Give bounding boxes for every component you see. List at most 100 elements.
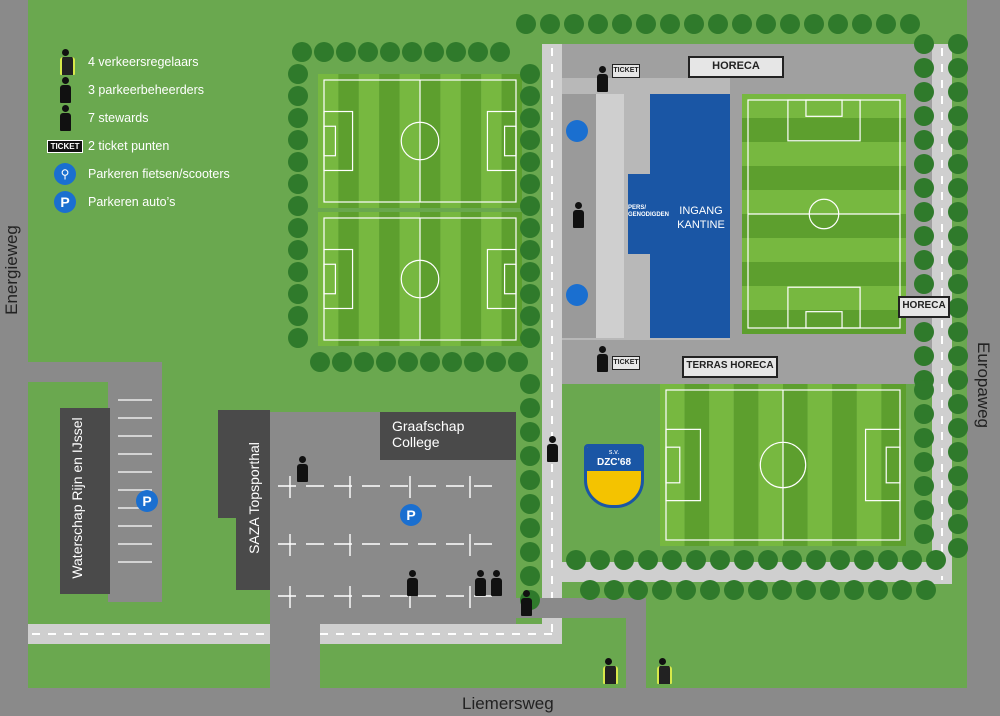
- tree: [948, 34, 968, 54]
- pitch-stripe: [481, 74, 502, 208]
- tree: [914, 274, 934, 294]
- tree: [948, 58, 968, 78]
- tree: [748, 580, 768, 600]
- ticket-icon: TICKET: [46, 139, 84, 153]
- tree: [402, 42, 422, 62]
- pitch-goal-area: [323, 263, 337, 295]
- pitch-stripe: [709, 384, 734, 546]
- building-saza-low: [236, 518, 270, 590]
- pitch-stripe: [742, 262, 906, 286]
- pitch-goal-area: [805, 311, 843, 329]
- pitch-stripe: [399, 74, 420, 208]
- tree: [540, 14, 560, 34]
- legend: 4 verkeersregelaars 3 parkeerbeheerders …: [46, 48, 230, 216]
- tree: [520, 328, 540, 348]
- tree: [314, 42, 334, 62]
- tree: [516, 14, 536, 34]
- tree: [612, 14, 632, 34]
- tree: [914, 82, 934, 102]
- label-saza: SAZA Topsporthal: [246, 442, 262, 554]
- steward-figure: [474, 570, 486, 596]
- pitch-center-circle: [400, 121, 440, 161]
- legend-label: 7 stewards: [88, 111, 149, 125]
- legend-item-bicycle: ⚲ Parkeren fietsen/scooters: [50, 160, 230, 188]
- tree: [638, 550, 658, 570]
- pitches: [318, 74, 906, 546]
- tree: [288, 306, 308, 326]
- building-waterschap: [60, 408, 110, 594]
- tree: [806, 550, 826, 570]
- road-europaweg: [967, 0, 1000, 716]
- road-liemersweg: [0, 688, 1000, 716]
- pitch-goal-area: [503, 125, 517, 157]
- tree: [520, 240, 540, 260]
- tree: [520, 218, 540, 238]
- tree: [780, 14, 800, 34]
- pitch-stripe: [420, 212, 441, 346]
- tree: [914, 130, 934, 150]
- tree: [772, 580, 792, 600]
- pitch-stripe: [318, 212, 339, 346]
- tree: [288, 240, 308, 260]
- legend-item-steward: 7 stewards: [50, 104, 230, 132]
- pitch-stripe: [481, 212, 502, 346]
- road-south-access: [270, 624, 320, 688]
- pitch-stripe: [733, 384, 759, 546]
- label-liemersweg: Liemersweg: [462, 694, 554, 713]
- tree: [520, 470, 540, 490]
- pitch-stripe: [783, 384, 808, 546]
- tree: [446, 42, 466, 62]
- tree: [604, 580, 624, 600]
- legend-label: Parkeren auto’s: [88, 195, 176, 209]
- tree: [900, 14, 920, 34]
- tree: [914, 178, 934, 198]
- tree: [914, 404, 934, 424]
- tree: [948, 466, 968, 486]
- tree: [358, 42, 378, 62]
- pitch-stripe: [338, 212, 359, 346]
- tree: [288, 196, 308, 216]
- tree: [520, 284, 540, 304]
- tree: [948, 298, 968, 318]
- pitch-stripe: [758, 384, 783, 546]
- tree: [876, 14, 896, 34]
- tree: [914, 34, 934, 54]
- tree: [288, 328, 308, 348]
- tree: [758, 550, 778, 570]
- tree: [520, 108, 540, 128]
- bicycle-parking-icon: ⚲: [54, 163, 76, 185]
- tree: [914, 250, 934, 270]
- tree: [686, 550, 706, 570]
- tree: [734, 550, 754, 570]
- club-logo: s.v. DZC'68: [584, 444, 644, 508]
- tree: [914, 106, 934, 126]
- label-ingang: INGANG KANTINE: [677, 205, 725, 231]
- pitch-stripe: [399, 212, 420, 346]
- pitch-center-circle: [400, 259, 440, 299]
- steward-icon: [59, 105, 71, 131]
- car-parking-icon: P: [54, 191, 76, 213]
- parking-badge-main: P: [400, 504, 422, 526]
- pitch-stripe: [742, 310, 906, 334]
- tree: [948, 514, 968, 534]
- tree: [376, 352, 396, 372]
- tree: [508, 352, 528, 372]
- tree: [892, 580, 912, 600]
- path-bottom-east: [562, 562, 952, 582]
- steward-figure: [546, 436, 558, 462]
- tree: [914, 346, 934, 366]
- pitch-goal-area: [503, 263, 517, 295]
- legend-item-traffic: 4 verkeersregelaars: [50, 48, 230, 76]
- tree: [520, 152, 540, 172]
- legend-label: 2 ticket punten: [88, 139, 170, 153]
- tree: [288, 262, 308, 282]
- tree: [520, 262, 540, 282]
- tree: [948, 418, 968, 438]
- canteen-block: [650, 94, 730, 338]
- tree: [520, 306, 540, 326]
- club-logo-name: DZC'68: [596, 457, 632, 468]
- tree: [310, 352, 330, 372]
- tree: [948, 370, 968, 390]
- tree: [914, 58, 934, 78]
- tree: [914, 322, 934, 342]
